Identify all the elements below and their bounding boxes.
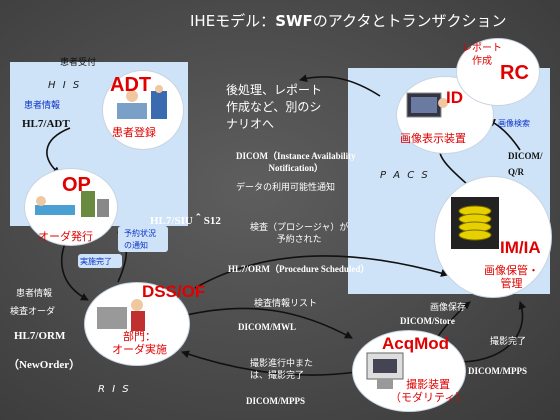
dicom-ian-label: DICOM（Instance Availability Notification… xyxy=(236,151,356,173)
im-ia-actor-label: 画像保管・ 管理 xyxy=(484,264,539,290)
arrow-adt-to-op xyxy=(46,127,71,175)
im-ia-actor-name: IM/IA xyxy=(500,238,541,257)
id-actor-label: 画像表示装置 xyxy=(400,132,466,145)
modality-illustration xyxy=(366,352,404,389)
exam-scheduled-label: 検査（プロシージャ）が 予約された xyxy=(250,223,349,245)
acqmod-node xyxy=(352,330,466,412)
op-node xyxy=(24,168,118,246)
performed-label: 実施完了 xyxy=(80,257,112,266)
hl7-adt-label: HL7/ADT xyxy=(22,118,70,130)
schedule-notice-chip xyxy=(118,226,168,252)
im-ia-node xyxy=(434,176,552,298)
dss-actor-name: DSS/OF xyxy=(142,282,206,301)
acq-done-label: 撮影完了 xyxy=(490,337,527,347)
dss-node xyxy=(84,282,190,366)
adt-actor-label: 患者登録 xyxy=(112,126,156,139)
id-actor-name: ID xyxy=(446,88,463,107)
rc-node xyxy=(456,38,540,106)
data-available-label: データの利用可能性通知 xyxy=(236,183,336,193)
page-title: IHEモデル：SWFのアクタとトランザクション xyxy=(190,12,507,30)
op-actor-label: オーダ発行 xyxy=(38,230,93,243)
patient-reception-label: 患者受付 xyxy=(60,58,97,68)
arrow-dss-to-acq xyxy=(181,307,353,339)
dss-actor-label: 部門： オーダ実施 xyxy=(112,330,167,356)
acqmod-actor-name: AcqMod xyxy=(382,334,450,353)
new-order-label: （NewOrder） xyxy=(8,359,81,371)
acqmod-actor-label: 撮影装置 （モダリティ） xyxy=(390,378,467,404)
order-entry-illustration xyxy=(35,191,109,217)
dicom-store-label: DICOM/Store xyxy=(400,316,455,326)
department-order-illustration xyxy=(97,299,145,331)
image-display-illustration xyxy=(406,92,448,118)
rc-actor-name: RC xyxy=(500,62,529,84)
hl7-orm-ps-label: HL7/ORM（Procedure Scheduled） xyxy=(228,264,370,274)
arrow-id-to-note xyxy=(299,74,381,97)
arrow-dss-to-im xyxy=(194,255,449,289)
dicom-mpps-right-label: DICOM/MPPS xyxy=(468,366,527,376)
ris-region-label: R I S xyxy=(98,384,131,395)
image-store-label: 画像保存 xyxy=(430,303,467,313)
dicom-mpps-bottom-label: DICOM/MPPS xyxy=(246,396,305,406)
image-search-label: 画像検索 xyxy=(498,119,530,128)
dicom-qr-label: DICOM/ Q/R xyxy=(508,151,543,177)
dicom-mwl-label: DICOM/MWL xyxy=(238,322,296,332)
pacs-region-label: P A C S xyxy=(380,170,430,181)
arrow-acq-to-dss xyxy=(181,350,357,376)
hl7-orm-label: HL7/ORM xyxy=(14,330,66,342)
arrow-acq-to-im-mpps xyxy=(461,301,527,363)
rc-actor-label: レポート 作成 xyxy=(462,43,502,67)
patient-info-his-label: 患者情報 xyxy=(24,101,61,111)
performed-chip xyxy=(78,254,122,268)
patient-registration-illustration xyxy=(117,85,167,119)
op-actor-name: OP xyxy=(62,174,91,196)
worklist-label: 検査情報リスト xyxy=(254,299,318,309)
exam-order-label: 検査オーダ xyxy=(10,307,56,317)
hl7-siu-label: HL7/SIU＾S12 xyxy=(150,215,221,227)
patient-info-label: 患者情報 xyxy=(16,289,53,299)
storage-illustration xyxy=(451,197,499,249)
adt-node xyxy=(102,70,184,150)
adt-actor-name: ADT xyxy=(110,74,152,96)
next-scenario-note: 後処理、レポート 作成など、別のシ ナリオへ xyxy=(226,83,323,131)
schedule-notice-label: 予約状況 の通知 xyxy=(124,229,156,250)
in-progress-label: 撮影進行中また は、撮影完了 xyxy=(250,359,314,381)
his-region-label: H I S xyxy=(48,80,82,91)
